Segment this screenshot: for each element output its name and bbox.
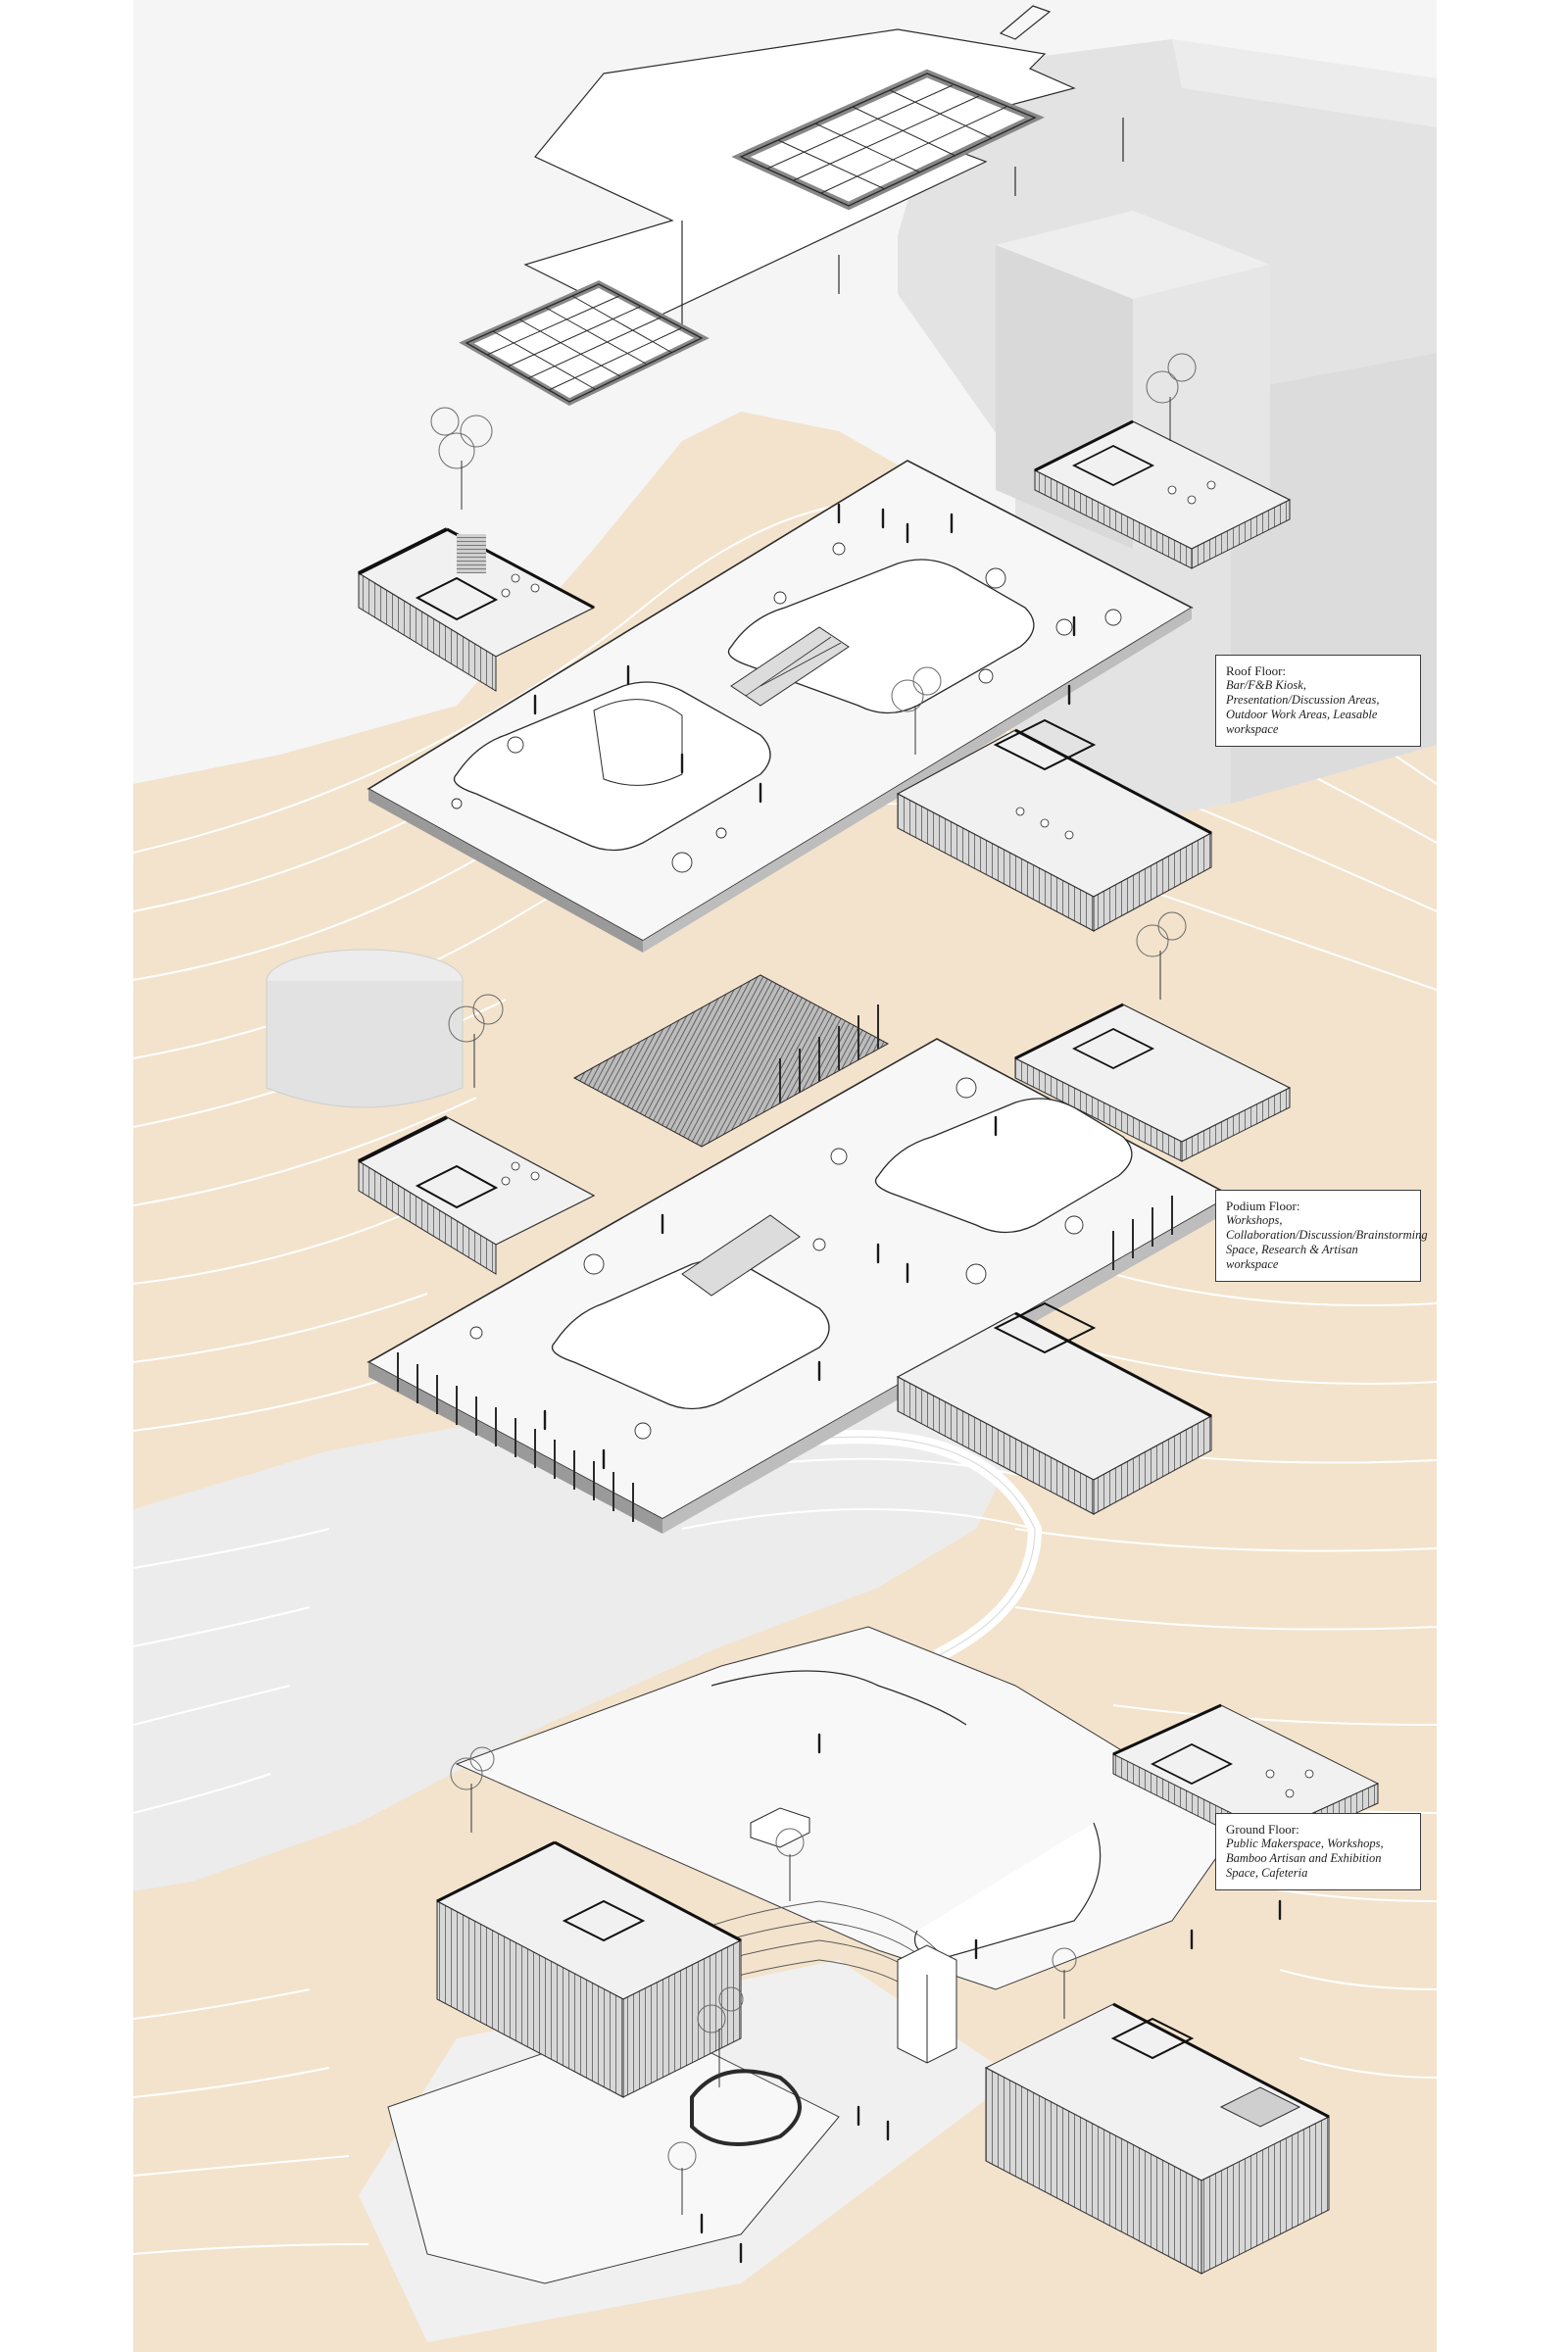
trees bbox=[430, 353, 1197, 2215]
roof-wing-right-bottom bbox=[896, 718, 1213, 932]
podium-wing-right-bottom bbox=[896, 1301, 1213, 1515]
ground-floor-label-title: Ground Floor: bbox=[1226, 1822, 1299, 1837]
roof-floor-level bbox=[357, 419, 1292, 953]
roof-wing-left bbox=[357, 527, 596, 692]
ground-block-right-bottom bbox=[984, 2002, 1331, 2275]
podium-floor-label: Podium Floor: Workshops, Collaboration/D… bbox=[1215, 1190, 1428, 1282]
podium-floor-label-description: Workshops, Collaboration/Discussion/Brai… bbox=[1226, 1213, 1428, 1271]
skylight-grid-upper bbox=[731, 69, 1045, 211]
podium-floor-label-title: Podium Floor: bbox=[1226, 1199, 1300, 1213]
ground-block-left bbox=[435, 1840, 743, 2098]
podium-wing-left bbox=[357, 1115, 596, 1275]
roof-canopy bbox=[459, 5, 1124, 406]
podium-wing-right-top bbox=[1013, 1003, 1292, 1162]
ground-floor-label: Ground Floor: Public Makerspace, Worksho… bbox=[1215, 1813, 1421, 1890]
roof-wing-right-top bbox=[1033, 419, 1292, 569]
podium-slatted-canopy bbox=[572, 974, 890, 1148]
ground-floor-label-description: Public Makerspace, Workshops, Bamboo Art… bbox=[1226, 1837, 1384, 1880]
car bbox=[750, 1807, 810, 1848]
axonometric-diagram-sheet bbox=[133, 0, 1437, 2352]
roof-floor-label-description: Bar/F&B Kiosk, Presentation/Discussion A… bbox=[1226, 678, 1380, 736]
podium-floor-level bbox=[357, 974, 1292, 1534]
skylight-grid-lower bbox=[459, 280, 710, 406]
roof-floor-label: Roof Floor: Bar/F&B Kiosk, Presentation/… bbox=[1215, 655, 1421, 747]
roof-floor-label-title: Roof Floor: bbox=[1226, 663, 1287, 678]
stair-tower bbox=[897, 1944, 957, 2064]
